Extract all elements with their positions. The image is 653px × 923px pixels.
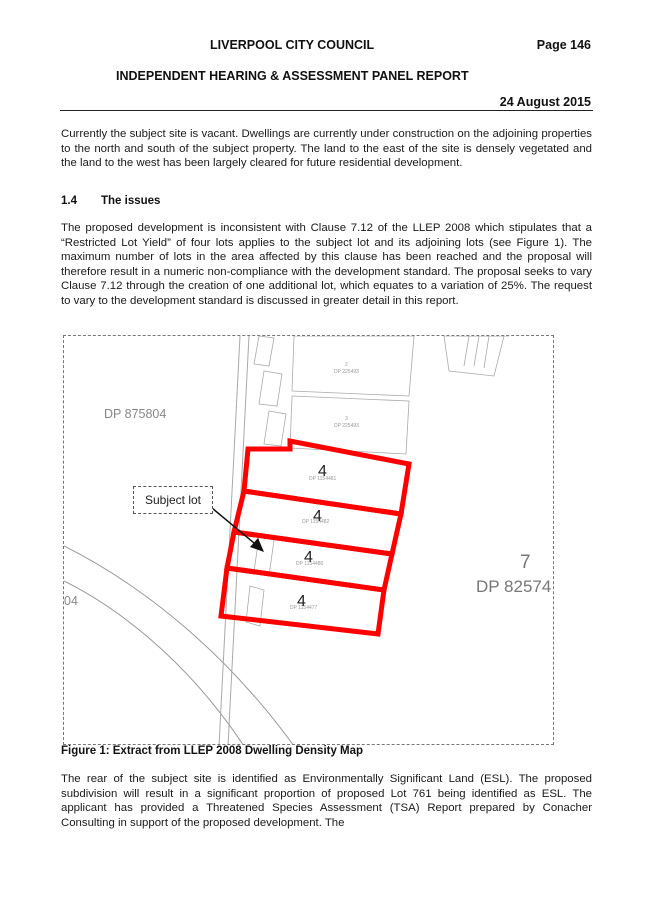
report-date: 24 August 2015	[499, 95, 591, 109]
callout-arrow	[211, 507, 264, 552]
lot-yield-digit: 4	[297, 593, 306, 610]
subject-lot-callout: Subject lot	[133, 486, 213, 514]
road-edge-right	[64, 580, 244, 744]
road-vertical-left	[218, 336, 241, 744]
section-heading: 1.4 The issues	[61, 195, 160, 207]
road-edge-left	[64, 545, 294, 744]
label-dp-left: DP 875804	[104, 407, 167, 421]
map-drawing	[64, 336, 509, 744]
small-label: 2	[345, 362, 348, 368]
section-number: 1.4	[61, 195, 77, 207]
small-label: DP 225493	[334, 423, 359, 429]
report-title: INDEPENDENT HEARING & ASSESSMENT PANEL R…	[116, 69, 469, 83]
road-vertical-right	[227, 336, 250, 744]
paragraph-site-description: Currently the subject site is vacant. Dw…	[61, 128, 592, 170]
neighbour-lots	[289, 336, 509, 455]
paragraph-esl: The rear of the subject site is identifi…	[61, 773, 592, 829]
label-dp-right: DP 82574	[476, 577, 552, 596]
strip-lots	[245, 336, 287, 627]
label-lot-04: 04	[64, 594, 78, 608]
small-label: DP 1154480	[296, 561, 324, 567]
small-label: DP 1154482	[302, 519, 330, 525]
small-label: DP 1154481	[309, 476, 337, 482]
dwelling-density-map: DP 875804 7 DP 82574 04 2 DP 225493 3 DP…	[63, 335, 554, 745]
figure-caption: Figure 1: Extract from LLEP 2008 Dwellin…	[61, 745, 364, 757]
lot-yield-digit: 4	[318, 463, 327, 480]
small-label: 3	[345, 416, 348, 422]
section-title: The issues	[101, 195, 161, 207]
small-label: DP 1154477	[290, 605, 318, 611]
restricted-lots	[218, 437, 412, 637]
small-label: DP 225493	[334, 369, 359, 375]
page-number: Page 146	[536, 38, 591, 52]
header-rule	[60, 110, 593, 111]
lot-yield-digit: 4	[313, 508, 322, 525]
label-lot-seven: 7	[520, 552, 531, 573]
council-name: LIVERPOOL CITY COUNCIL	[210, 38, 375, 52]
paragraph-issues: The proposed development is inconsistent…	[61, 222, 592, 307]
lot-yield-digit: 4	[304, 549, 313, 566]
